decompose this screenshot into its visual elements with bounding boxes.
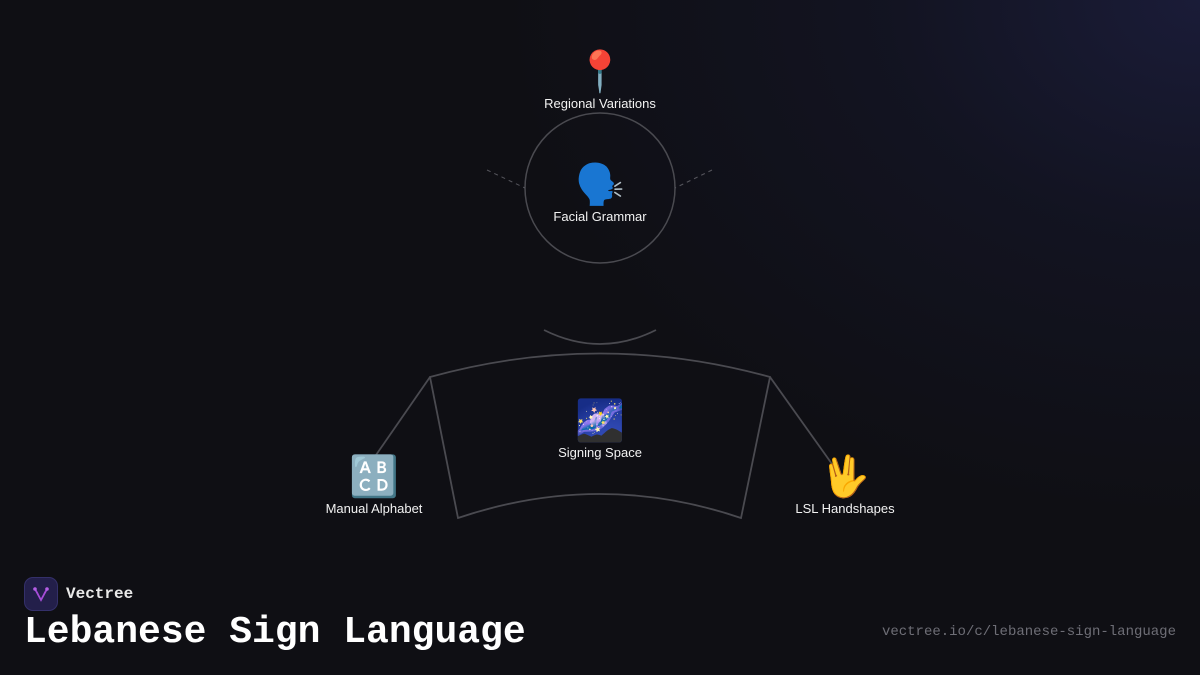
node-label: Regional Variations (544, 96, 656, 111)
node-signing-space[interactable]: 🌌 Signing Space (558, 399, 642, 460)
dashed-edge-right (674, 169, 713, 189)
neck-arc (543, 329, 657, 345)
page-title: Lebanese Sign Language (24, 611, 526, 654)
dashed-edge-left (486, 169, 526, 189)
page-url[interactable]: vectree.io/c/lebanese-sign-language (881, 624, 1176, 640)
milky-way-icon: 🌌 (575, 399, 625, 443)
node-regional-variations[interactable]: 📍 Regional Variations (544, 50, 656, 111)
vulcan-salute-icon: 🖖 (820, 455, 870, 499)
abcd-letters-icon: 🔠 (349, 455, 399, 499)
brand-name: Vectree (66, 585, 134, 603)
round-pushpin-icon: 📍 (575, 50, 625, 94)
speaking-head-icon: 🗣️ (575, 163, 625, 207)
edge-left-arm (375, 376, 431, 456)
node-label: Signing Space (558, 445, 642, 460)
node-facial-grammar[interactable]: 🗣️ Facial Grammar (553, 163, 646, 224)
node-manual-alphabet[interactable]: 🔠 Manual Alphabet (326, 455, 423, 516)
edge-right-arm (769, 376, 833, 465)
torso-shape (428, 352, 772, 520)
node-label: LSL Handshapes (795, 501, 895, 516)
brand: Vectree (24, 577, 133, 611)
vectree-logo-icon (24, 577, 58, 611)
node-label: Manual Alphabet (325, 501, 423, 516)
node-label: Facial Grammar (553, 209, 647, 224)
node-lsl-handshapes[interactable]: 🖖 LSL Handshapes (795, 455, 894, 516)
